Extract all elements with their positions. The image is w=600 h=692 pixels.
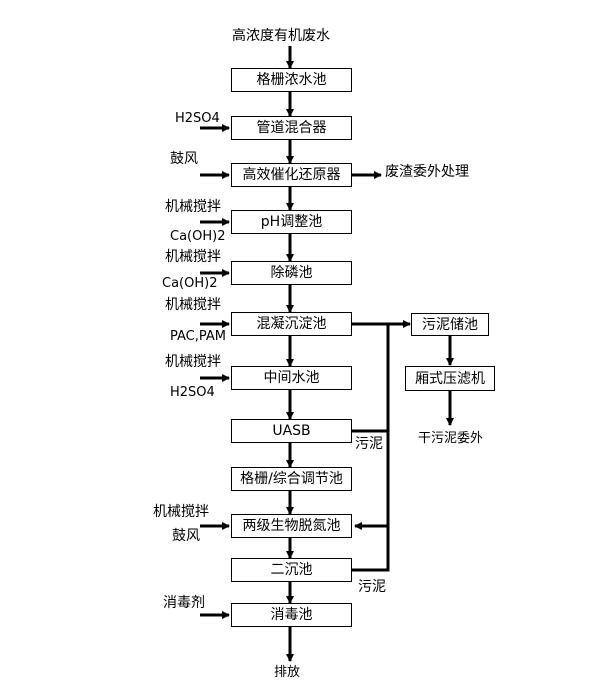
chamber-filter-press: 厢式压滤机	[405, 366, 495, 391]
input-blower-2: 鼓风	[172, 528, 200, 544]
input-mechanical-mixer-1: 机械搅拌	[165, 199, 221, 215]
waste-residue-outsourced: 废渣委外处理	[385, 164, 469, 180]
source-label: 高浓度有机废水	[232, 28, 330, 44]
step-secondary-clarifier: 二沉池	[231, 558, 352, 582]
dry-sludge-outsourced: 干污泥委外	[418, 431, 484, 446]
step-two-stage-denitrification-tank: 两级生物脱氮池	[231, 514, 352, 538]
input-caoh2-2: Ca(OH)2	[162, 276, 218, 291]
step-phosphorus-removal-tank: 除磷池	[231, 261, 352, 285]
input-blower-1: 鼓风	[170, 151, 198, 167]
input-h2so4-1: H2SO4	[175, 111, 220, 126]
step-pipeline-mixer: 管道混合器	[231, 116, 352, 140]
input-disinfectant: 消毒剂	[163, 595, 205, 611]
step-intermediate-tank: 中间水池	[231, 366, 352, 390]
step-disinfection-tank: 消毒池	[231, 603, 352, 627]
input-pac-pam: PAC,PAM	[170, 329, 226, 344]
step-screen-concentrate-tank: 格栅浓水池	[231, 68, 352, 92]
step-screen-regulating-tank: 格栅/综合调节池	[231, 467, 352, 491]
input-h2so4-2: H2SO4	[170, 385, 215, 400]
step-uasb: UASB	[231, 419, 352, 443]
input-caoh2-1: Ca(OH)2	[170, 229, 226, 244]
discharge-label: 排放	[274, 665, 301, 680]
input-mechanical-mixer-4: 机械搅拌	[165, 354, 221, 370]
input-mechanical-mixer-5: 机械搅拌	[153, 504, 209, 520]
step-coagulation-sedimentation-tank: 混凝沉淀池	[231, 312, 352, 336]
input-mechanical-mixer-2: 机械搅拌	[165, 249, 221, 265]
step-ph-adjust-tank: pH调整池	[231, 210, 352, 234]
sludge-label-2: 污泥	[358, 579, 386, 595]
input-mechanical-mixer-3: 机械搅拌	[165, 297, 221, 313]
sludge-storage-tank: 污泥储池	[411, 313, 489, 336]
sludge-return-line	[352, 324, 390, 433]
step-catalytic-reducer: 高效催化还原器	[231, 163, 352, 187]
sludge-return-line-2	[352, 324, 390, 572]
sludge-label-1: 污泥	[355, 436, 383, 452]
